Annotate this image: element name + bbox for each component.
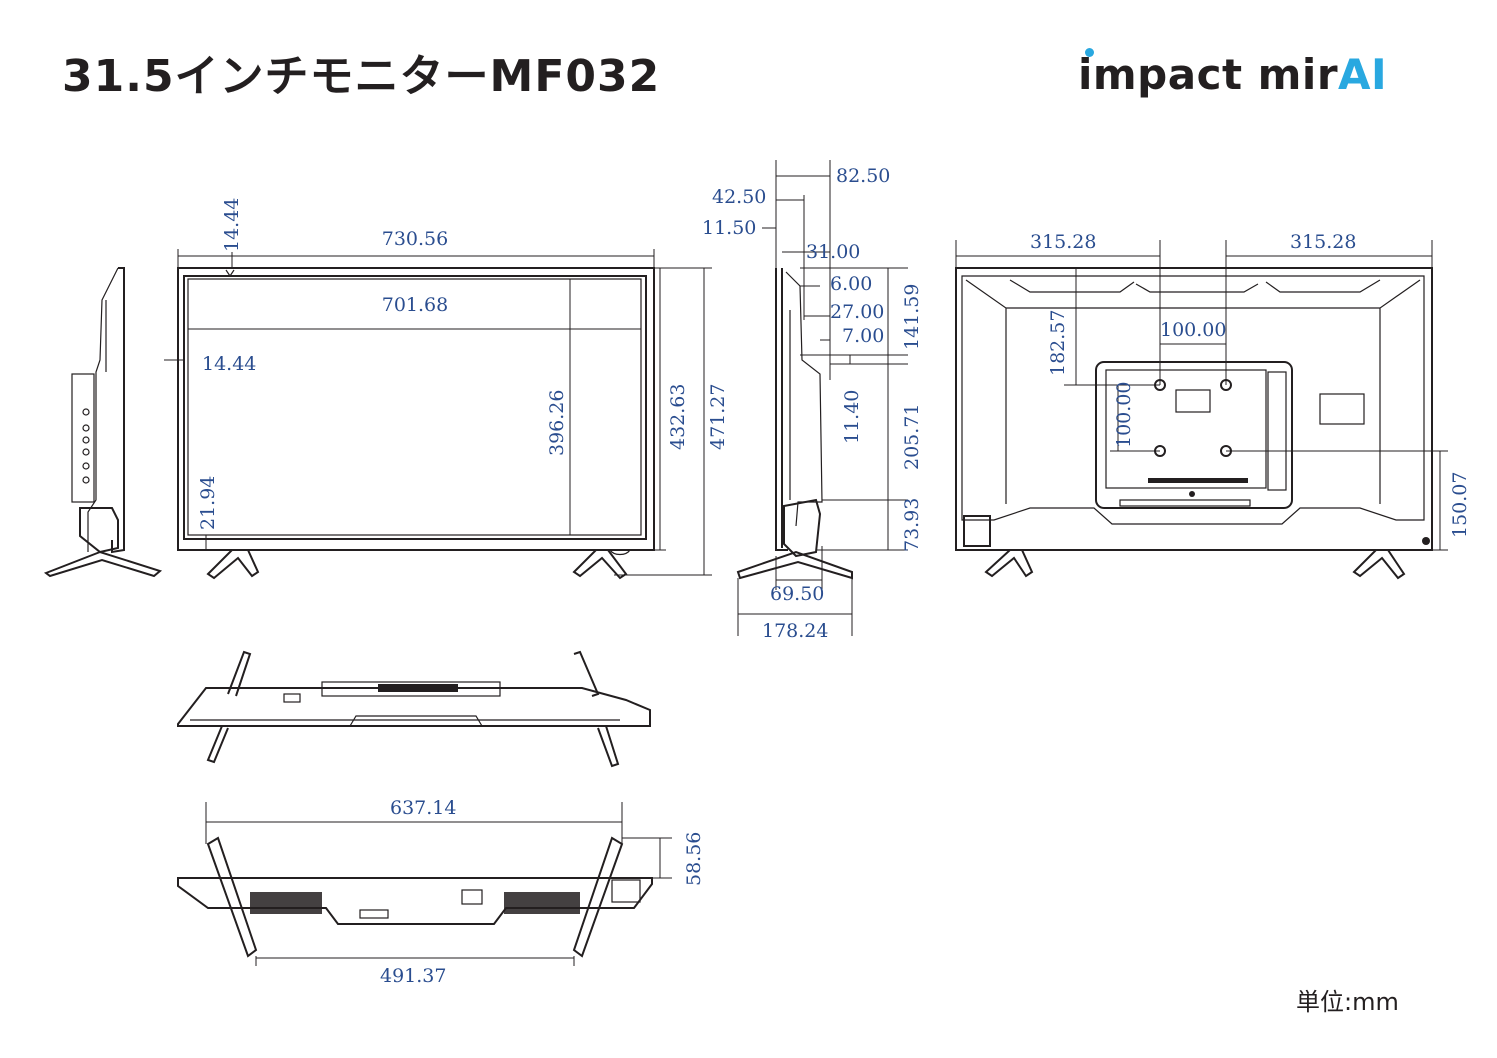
middle-side-view <box>736 160 908 636</box>
bottom-stand-outer: 637.14 <box>390 797 456 819</box>
rear-top-to-vesa: 182.57 <box>1047 310 1069 376</box>
front-bottom-bezel: 21.94 <box>197 476 219 530</box>
top-view <box>177 650 651 768</box>
side-depth-7: 7.00 <box>842 325 884 347</box>
left-side-view <box>43 267 163 578</box>
front-top-bezel: 14.44 <box>221 198 243 252</box>
bottom-view <box>177 802 672 966</box>
side-depth-42: 42.50 <box>712 186 766 208</box>
front-side-bezel: 14.44 <box>202 353 256 375</box>
rear-view <box>955 240 1448 580</box>
brand-name-main: impact mir <box>1078 50 1339 99</box>
side-height-73: 73.93 <box>901 498 923 552</box>
rear-left-half: 315.28 <box>1030 231 1096 253</box>
rear-right-half: 315.28 <box>1290 231 1356 253</box>
rear-vesa-h: 100.00 <box>1160 319 1226 341</box>
page-title: 31.5インチモニターMF032 <box>62 51 661 102</box>
front-panel-height: 432.63 <box>667 384 689 450</box>
rear-vesa-v: 100.00 <box>1113 382 1135 448</box>
side-height-205: 205.71 <box>901 404 923 470</box>
brand-logo: impact mirAI <box>1078 48 1388 99</box>
front-screen-height: 396.26 <box>546 390 568 456</box>
side-depth-27: 27.00 <box>830 301 884 323</box>
unit-label: 単位:mm <box>1296 988 1399 1016</box>
side-depth-11: 11.50 <box>702 217 756 239</box>
side-stand-69: 69.50 <box>770 583 824 605</box>
side-depth-31: 31.00 <box>806 241 860 263</box>
side-depth-6: 6.00 <box>830 273 872 295</box>
bottom-stand-depth: 58.56 <box>683 832 705 886</box>
side-height-141: 141.59 <box>901 284 923 350</box>
front-overall-width: 730.56 <box>382 228 448 250</box>
logo-dot-icon <box>1085 48 1094 57</box>
side-height-11: 11.40 <box>841 390 863 444</box>
side-depth-82: 82.50 <box>836 165 890 187</box>
front-view <box>164 249 712 580</box>
side-stand-178: 178.24 <box>762 620 828 642</box>
rear-bottom-to-vesa: 150.07 <box>1449 472 1471 538</box>
front-screen-width: 701.68 <box>382 294 448 316</box>
brand-name-accent: AI <box>1338 50 1388 99</box>
front-overall-height: 471.27 <box>707 384 729 450</box>
bottom-stand-inner: 491.37 <box>380 965 446 987</box>
